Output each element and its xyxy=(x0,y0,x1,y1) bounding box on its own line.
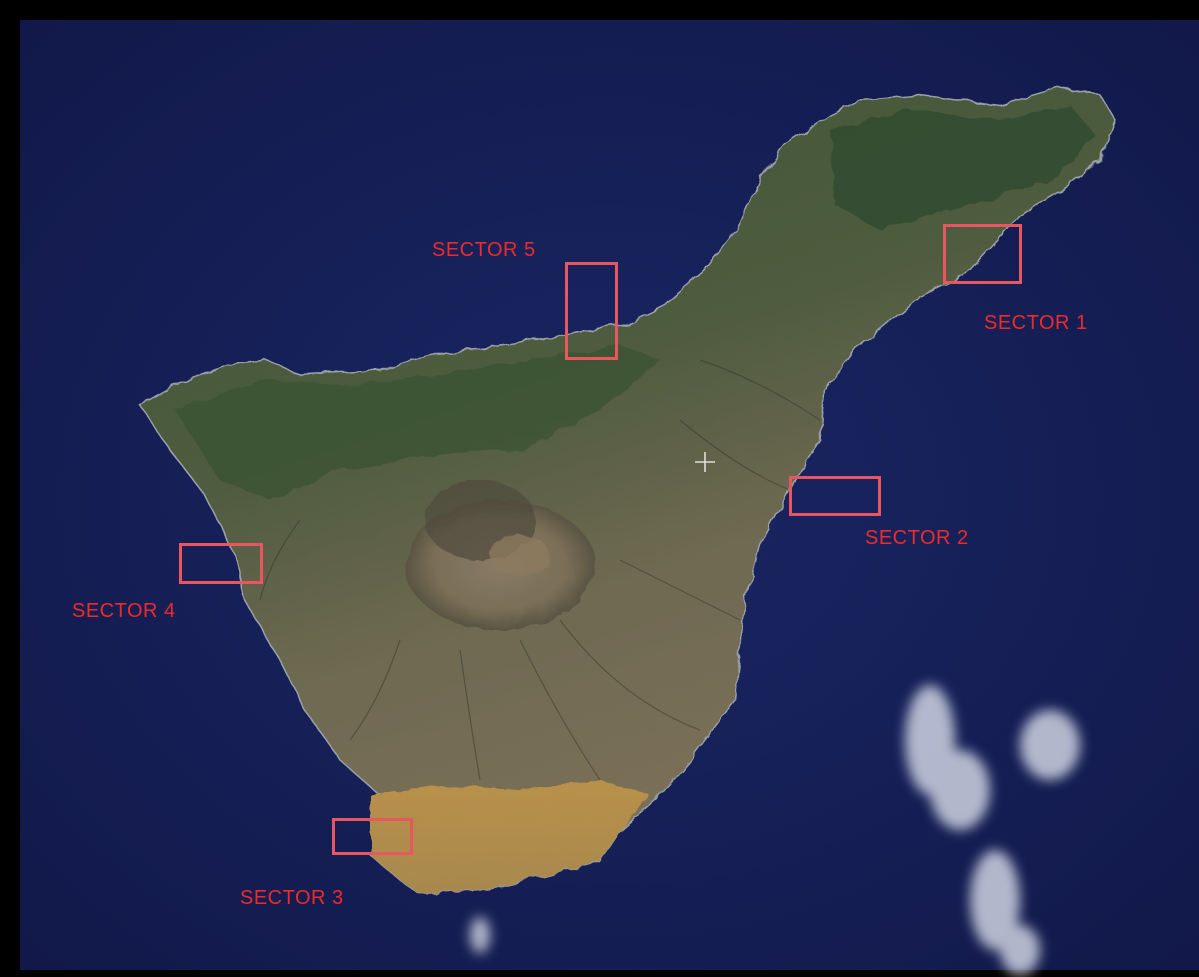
sector-1-box xyxy=(943,224,1022,284)
sector-3-label: SECTOR 3 xyxy=(240,887,344,909)
sector-5-box xyxy=(565,262,618,360)
sector-4-label: SECTOR 4 xyxy=(72,600,176,622)
sector-2-label: SECTOR 2 xyxy=(865,527,969,549)
sector-1-label: SECTOR 1 xyxy=(984,312,1088,334)
sector-2-box xyxy=(789,476,881,516)
sector-3-box xyxy=(332,818,413,855)
sector-4-box xyxy=(179,543,263,584)
sector-5-label: SECTOR 5 xyxy=(432,239,536,261)
